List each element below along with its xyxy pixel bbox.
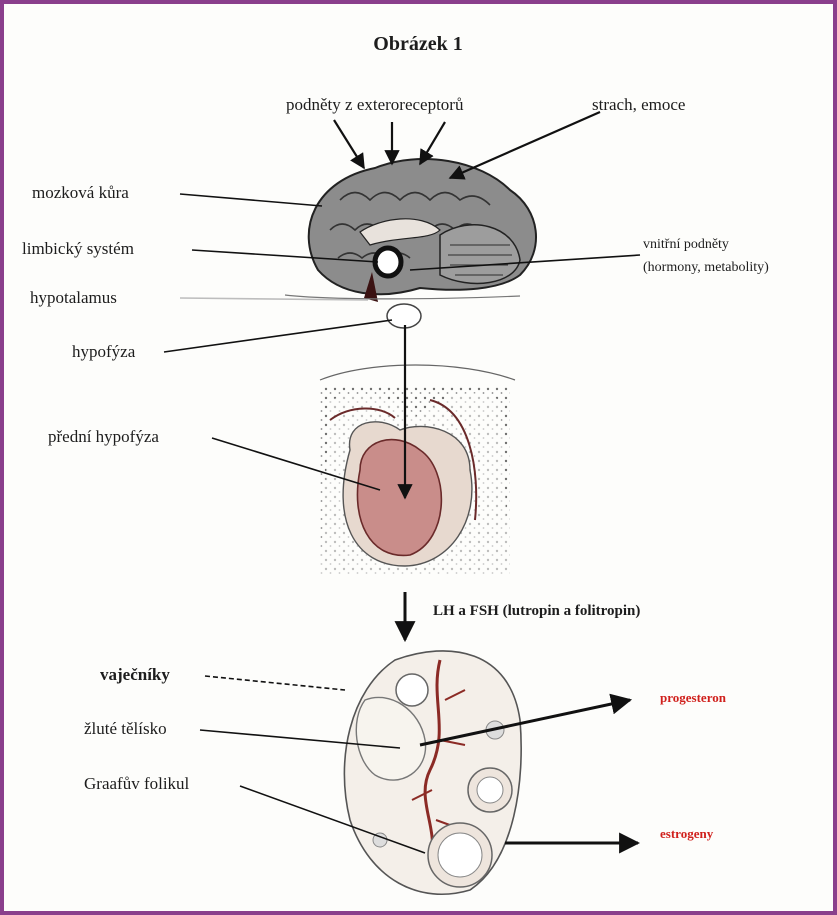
label-internal-2: (hormony, metabolity) xyxy=(643,260,769,275)
label-progesterone: progesteron xyxy=(660,690,727,705)
label-exteroceptors: podněty z exteroreceptorů xyxy=(286,95,464,114)
label-estrogens: estrogeny xyxy=(660,826,714,841)
label-hormones: LH a FSH (lutropin a folitropin) xyxy=(433,603,640,619)
brain-illustration xyxy=(285,159,536,328)
label-internal-1: vnitřní podněty xyxy=(643,237,729,252)
label-ovaries: vaječníky xyxy=(100,665,170,684)
arrow-exteroceptor-3 xyxy=(420,122,445,164)
label-corpus-luteum: žluté tělísko xyxy=(84,719,167,738)
label-hypothalamus: hypotalamus xyxy=(30,288,117,307)
label-anterior-pituitary: přední hypofýza xyxy=(48,427,159,446)
leader-cortex xyxy=(180,194,322,206)
figure-title: Obrázek 1 xyxy=(373,33,462,55)
leader-hypophysis xyxy=(164,320,392,352)
ovary-illustration xyxy=(344,651,521,894)
anterior-pituitary-illustration xyxy=(320,365,515,575)
arrow-fear xyxy=(450,112,600,178)
label-graafian: Graafův folikul xyxy=(84,774,190,793)
label-cortex: mozková kůra xyxy=(32,183,129,202)
label-hypophysis: hypofýza xyxy=(72,342,136,361)
leader-ovaries xyxy=(205,676,345,690)
arrow-exteroceptor-1 xyxy=(334,120,364,168)
label-limbic: limbický systém xyxy=(22,239,134,258)
label-fear: strach, emoce xyxy=(592,95,685,114)
